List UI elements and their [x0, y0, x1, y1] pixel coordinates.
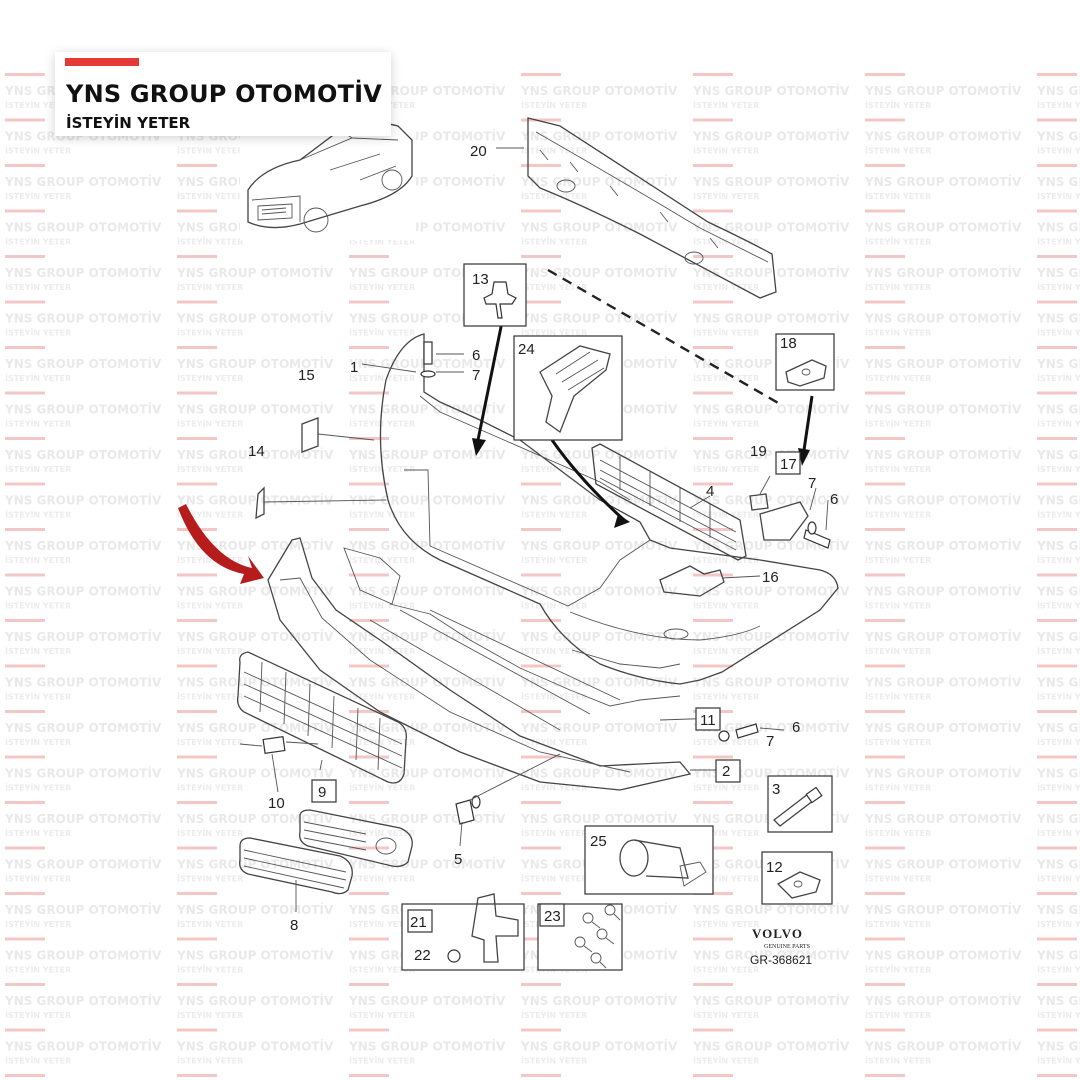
callout-18: 18: [780, 335, 797, 352]
volvo-logo: VOLVO: [752, 926, 803, 941]
inset-3: [767, 775, 833, 833]
part-9-lower-grille: [236, 651, 407, 784]
inset-18: [775, 333, 835, 391]
box-label-21: [407, 909, 433, 933]
callout-5: 5: [454, 851, 462, 868]
callout-6-top: 6: [472, 347, 480, 364]
part-15-cover: [301, 417, 319, 453]
callout-13: 13: [472, 271, 489, 288]
part-8-fog-grille: [239, 809, 413, 895]
box-label-9: [311, 779, 337, 803]
dashed-guide-line: [547, 268, 781, 406]
callout-24: 24: [518, 341, 535, 358]
part-1-bumper-cover: [379, 333, 839, 685]
callout-15: 15: [298, 367, 315, 384]
part-20-reinforcement: [496, 117, 777, 299]
box-label-11: [695, 707, 721, 731]
part-17-bracket: [759, 501, 809, 541]
callout-21: 21: [410, 914, 427, 931]
callout-20: 20: [470, 143, 487, 160]
screw-5: [455, 795, 481, 825]
callout-1: 1: [350, 359, 358, 376]
screw-top: [420, 341, 464, 378]
callout-3: 3: [772, 781, 780, 798]
box-label-23: [539, 903, 565, 927]
callout-16: 16: [762, 569, 779, 586]
brand-tagline: İSTEYİN YETER: [66, 114, 191, 132]
inset-13: [463, 263, 527, 327]
leader-lines: [271, 363, 829, 912]
part-2-lower-absorber: [267, 537, 692, 791]
part-4-upper-grille: [591, 443, 747, 561]
callout-23: 23: [544, 908, 561, 925]
callout-9: 9: [318, 784, 326, 801]
callout-7-top: 7: [472, 367, 480, 384]
callout-6-lower: 6: [792, 719, 800, 736]
inset-12: [761, 851, 833, 905]
callout-10: 10: [268, 795, 285, 812]
part-19-clip: [749, 493, 769, 511]
brand-title: YNS GROUP OTOMOTİV: [66, 80, 383, 108]
callout-arrows: [472, 321, 814, 528]
callout-12: 12: [766, 859, 783, 876]
callout-22: 22: [414, 947, 431, 964]
screw-lower-right: [718, 723, 759, 742]
callout-7-lower: 7: [766, 733, 774, 750]
callout-14: 14: [248, 443, 265, 460]
brand-card: YNS GROUP OTOMOTİV İSTEYİN YETER: [55, 52, 391, 136]
part-16-bracket: [659, 565, 725, 597]
callout-8: 8: [290, 917, 298, 934]
callout-25: 25: [590, 833, 607, 850]
callout-6-right: 6: [830, 491, 838, 508]
brand-accent-bar: [65, 58, 139, 66]
red-pointer-arrow: [178, 504, 264, 584]
callout-2: 2: [722, 763, 730, 780]
callout-numbers: 1 2 3 4 5 6 6 6 7 7 7 8 9 10 11 12 13 14…: [248, 143, 838, 964]
callout-11: 11: [700, 712, 716, 729]
inset-25: [584, 825, 714, 895]
inset-24: [513, 335, 623, 441]
screw-right: [803, 521, 831, 549]
callout-17: 17: [780, 456, 797, 473]
box-label-17: [775, 451, 801, 475]
callout-7-right: 7: [808, 475, 816, 492]
volvo-logo-sub: GENUINE PARTS: [764, 944, 810, 950]
part-14-clip: [255, 486, 265, 520]
diagram-code: GR-368621: [750, 953, 812, 967]
callout-4: 4: [706, 483, 714, 500]
callout-19: 19: [750, 443, 767, 460]
box-label-2: [715, 759, 741, 783]
